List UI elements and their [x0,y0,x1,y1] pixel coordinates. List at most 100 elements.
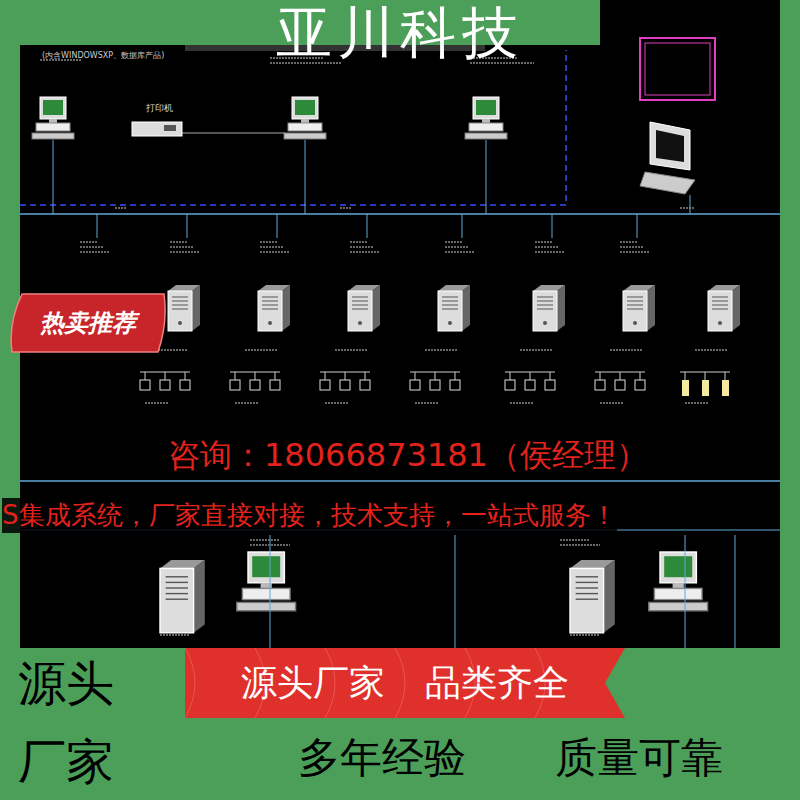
tiny-text [445,241,463,243]
tiny-text [520,349,553,351]
tiny-text [350,241,368,243]
tiny-text [245,349,278,351]
tiny-text [620,241,638,243]
tiny-text [260,246,284,248]
drop-line [455,535,456,648]
tiny-text [680,207,695,209]
server-icon [623,285,655,331]
tiny-text [570,634,600,636]
cable [180,133,285,134]
tiny-text [535,251,565,253]
drop-line [486,140,487,214]
tiny-text [325,402,349,404]
drop-line [367,214,368,238]
device-drop [725,372,726,380]
tiny-text [560,539,590,541]
drop-line [462,214,463,238]
tiny-text [695,349,728,351]
tiny-text [535,241,553,243]
tiny-text [350,251,380,253]
device-symbol [340,380,350,390]
drop-line [53,140,54,214]
tiny-text [445,246,469,248]
workstation-icon [32,97,74,139]
node-text: 源头厂家 [241,659,385,708]
network-bus [20,480,780,482]
device-symbol [180,380,190,390]
device-drop [185,372,186,380]
workstation-icon [640,122,695,194]
device-drop [705,372,706,380]
device-symbol [635,380,645,390]
tiny-text [685,402,709,404]
hot-badge: 热卖推荐 [8,288,168,358]
server-icon [348,285,380,331]
device-drop [530,372,531,380]
drop-line [97,214,98,238]
tiny-text [80,251,110,253]
tiny-text [510,402,534,404]
tiny-text [115,207,127,209]
tiny-text [415,402,439,404]
drop-line [637,214,638,238]
device-symbol [430,380,440,390]
device-drop [455,372,456,380]
drop-line [690,195,691,214]
drop-line [187,214,188,238]
tiny-text [235,402,259,404]
device-symbol [525,380,535,390]
drop-line [735,535,736,648]
tiny-text [170,241,188,243]
drop-line [685,535,686,648]
device-drop [145,372,146,380]
device-symbol [450,380,460,390]
device-drop [345,372,346,380]
tiny-text [250,539,280,541]
tiny-text [145,402,169,404]
server-icon [570,560,615,633]
tiny-text [160,634,190,636]
tiny-text [80,246,104,248]
workstation-icon [284,97,326,139]
device-symbol [360,380,370,390]
device-drop [235,372,236,380]
tiny-text [350,246,374,248]
service-line: S集成系统，厂家直接对接，技术支持，一站式服务！ [2,498,617,533]
tiny-text [155,349,188,351]
device-drop [600,372,601,380]
node-text: 品类齐全 [425,659,569,708]
tiny-text [610,349,643,351]
tiny-text [560,544,600,546]
server-icon [438,285,470,331]
lamp-symbol [702,380,709,396]
tiny-text [260,241,278,243]
tiny-text [170,246,194,248]
device-drop [550,372,551,380]
device-symbol [615,380,625,390]
page-title: 亚川科技 [0,0,800,72]
workstation-icon [649,552,708,611]
tiny-text [260,251,290,253]
device-symbol [270,380,280,390]
lamp-symbol [722,380,729,396]
tiny-text [170,251,200,253]
tiny-text [445,251,475,253]
contact-line: 咨询：18066873181（侯经理） [168,434,648,478]
tiny-text [620,251,650,253]
drop-line [270,535,271,648]
tiny-text [620,246,644,248]
display-wall [640,38,715,100]
device-drop [510,372,511,380]
device-drop [275,372,276,380]
server-icon [168,285,200,331]
device-drop [325,372,326,380]
tiny-text [425,349,458,351]
drop-line [552,214,553,238]
device-symbol [160,380,170,390]
node-text: 热卖推荐 [40,307,136,339]
device-drop [435,372,436,380]
device-drop [685,372,686,380]
workstation-icon [465,97,507,139]
slogan-text: 源头 [18,652,114,716]
device-drop [415,372,416,380]
